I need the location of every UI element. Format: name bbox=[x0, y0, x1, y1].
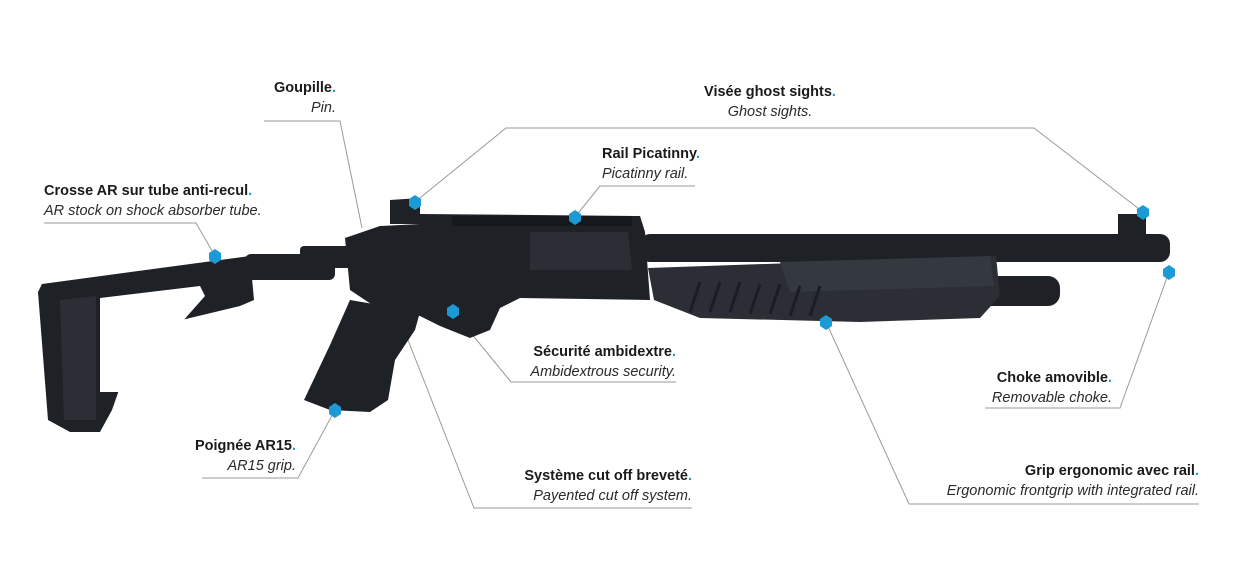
callout-poignee: Poignée AR15. AR15 grip. bbox=[195, 436, 296, 476]
callout-rail-en: Picatinny rail. bbox=[602, 166, 689, 182]
callout-rail: Rail Picatinny. Picatinny rail. bbox=[602, 144, 700, 184]
marker-poignee bbox=[329, 403, 341, 418]
leader-line-crosse bbox=[44, 222, 216, 257]
callout-crosse: Crosse AR sur tube anti-recul. AR stock … bbox=[44, 181, 262, 221]
callout-systeme-dot: . bbox=[687, 468, 692, 484]
callout-grip-fr: Grip ergonomic avec rail bbox=[1024, 463, 1195, 479]
callout-poignee-dot: . bbox=[291, 438, 296, 454]
leader-line-systeme bbox=[407, 339, 692, 509]
callout-grip: Grip ergonomic avec rail. Ergonomic fron… bbox=[947, 461, 1199, 501]
callout-crosse-fr: Crosse AR sur tube anti-recul bbox=[44, 183, 249, 199]
callout-visee-fr: Visée ghost sights bbox=[704, 84, 832, 100]
leader-line-choke bbox=[985, 271, 1170, 409]
callout-securite-fr: Sécurité ambidextre bbox=[533, 344, 672, 360]
callout-crosse-en: AR stock on shock absorber tube. bbox=[44, 203, 262, 219]
callout-goupille: Goupille. Pin. bbox=[274, 78, 336, 118]
marker-securite bbox=[447, 304, 459, 319]
trigger-guard bbox=[430, 304, 486, 332]
receiver bbox=[345, 198, 650, 338]
marker-crosse bbox=[209, 249, 221, 264]
callout-systeme: Système cut off breveté. Payented cut of… bbox=[524, 466, 692, 506]
callout-visee-en: Ghost sights. bbox=[727, 104, 813, 120]
callout-goupille-dot: . bbox=[331, 80, 336, 96]
marker-visee-left bbox=[409, 195, 421, 210]
markers bbox=[209, 195, 1175, 418]
stock bbox=[38, 246, 360, 432]
callout-grip-en: Ergonomic frontgrip with integrated rail… bbox=[946, 483, 1199, 499]
callout-choke-en: Removable choke. bbox=[991, 390, 1112, 406]
callout-securite: Sécurité ambidextre. Ambidextrous securi… bbox=[530, 342, 676, 382]
callout-crosse-dot: . bbox=[248, 183, 253, 199]
marker-grip bbox=[820, 315, 832, 330]
callout-grip-dot: . bbox=[1194, 463, 1199, 479]
leader-line-grip bbox=[825, 321, 1199, 505]
leader-line-poignee bbox=[202, 409, 336, 479]
leader-line-goupille bbox=[264, 120, 363, 229]
callout-securite-dot: . bbox=[671, 344, 676, 360]
marker-visee-right bbox=[1137, 205, 1149, 220]
callout-systeme-fr: Système cut off breveté bbox=[524, 468, 688, 484]
callout-systeme-en: Payented cut off system. bbox=[533, 488, 692, 504]
callout-goupille-fr: Goupille bbox=[273, 80, 332, 96]
callout-rail-fr: Rail Picatinny bbox=[602, 146, 697, 162]
leader-line-rail bbox=[574, 185, 695, 218]
callout-securite-en: Ambidextrous security. bbox=[530, 364, 676, 380]
marker-choke bbox=[1163, 265, 1175, 280]
callout-rail-dot: . bbox=[696, 146, 701, 162]
pistol-grip bbox=[304, 300, 420, 412]
callout-poignee-en: AR15 grip. bbox=[227, 458, 296, 474]
callout-choke: Choke amovible. Removable choke. bbox=[992, 368, 1112, 408]
marker-rail bbox=[569, 210, 581, 225]
callout-visee-dot: . bbox=[831, 84, 836, 100]
callout-goupille-en: Pin. bbox=[311, 100, 336, 116]
callout-choke-fr: Choke amovible bbox=[996, 370, 1108, 386]
callout-poignee-fr: Poignée AR15 bbox=[195, 438, 292, 454]
leader-line-visee bbox=[414, 127, 1144, 213]
callout-choke-dot: . bbox=[1107, 370, 1112, 386]
callout-visee: Visée ghost sights. Ghost sights. bbox=[660, 82, 880, 122]
